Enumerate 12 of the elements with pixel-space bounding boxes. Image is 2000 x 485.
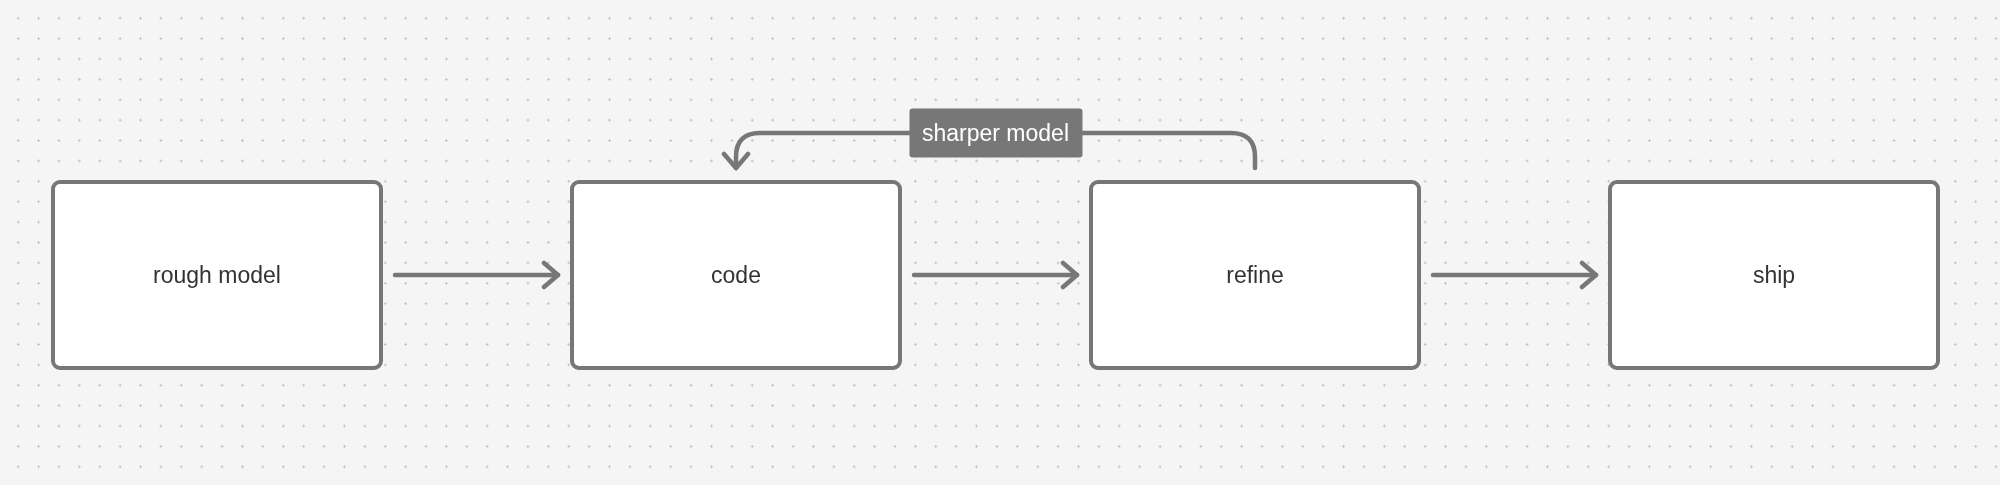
arrow	[392, 260, 561, 290]
box-label: rough model	[153, 260, 281, 290]
arrow	[1430, 260, 1599, 290]
process-box	[51, 180, 383, 370]
box-label: ship	[1752, 260, 1796, 290]
arrow	[911, 260, 1080, 290]
process-box	[570, 180, 902, 370]
box-label: refine	[1226, 260, 1284, 290]
box-label: code	[711, 260, 761, 290]
edge-label: sharper model	[909, 108, 1082, 158]
process-box	[1089, 180, 1421, 370]
process-box	[1608, 180, 1940, 370]
